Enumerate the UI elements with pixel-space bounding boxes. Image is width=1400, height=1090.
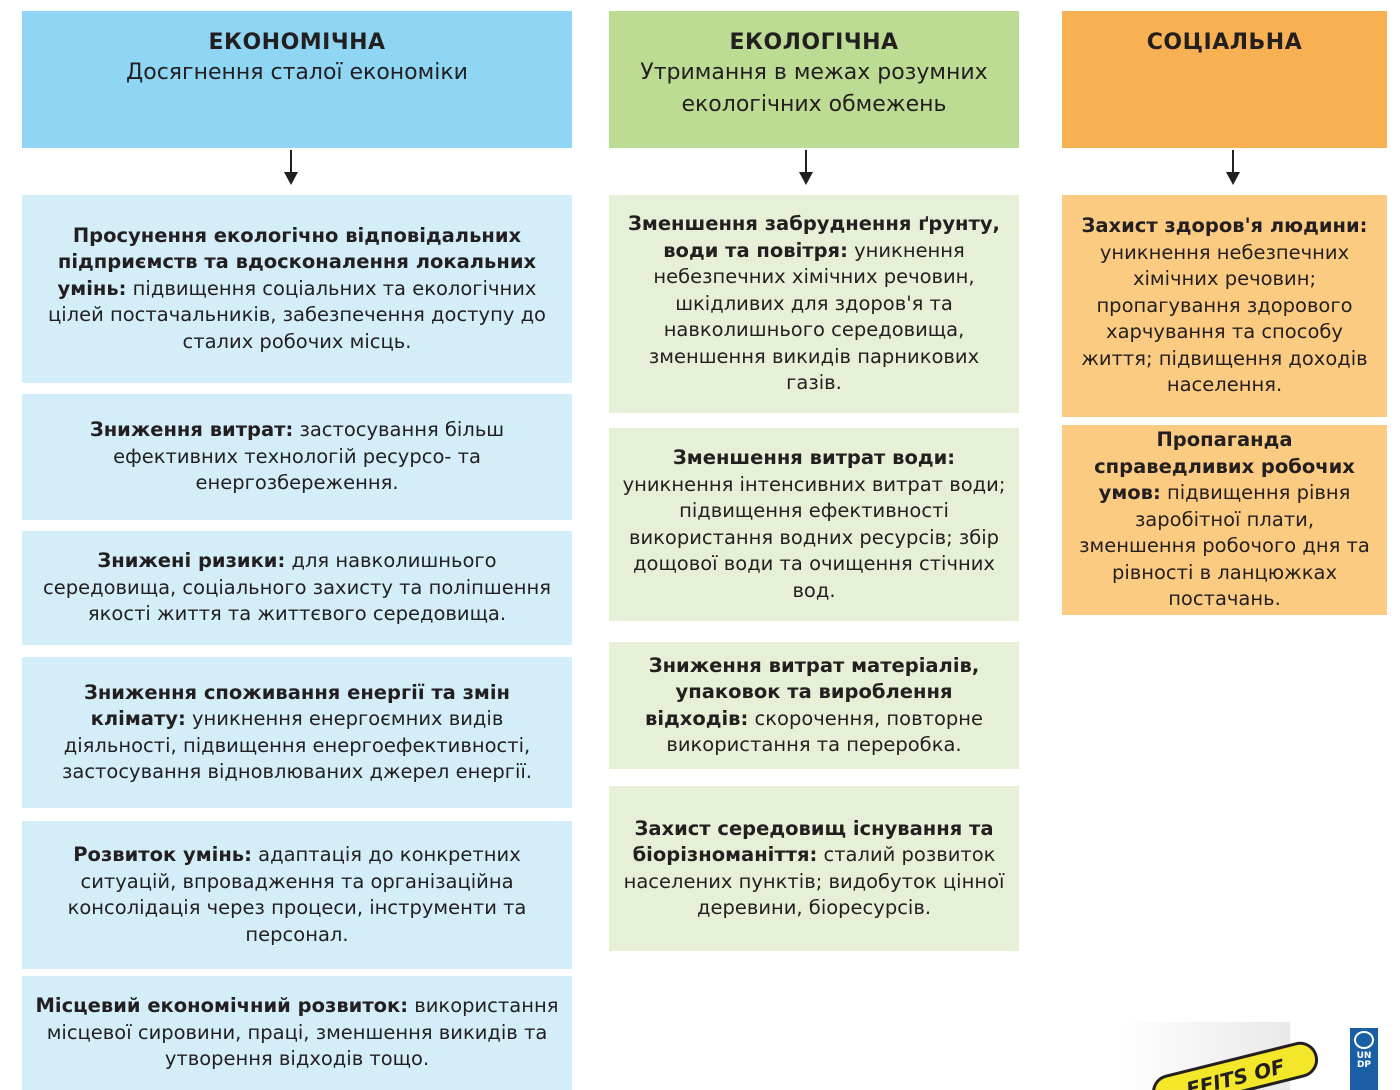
benefit-text: уникнення інтенсивних витрат води; підви…: [622, 472, 1006, 602]
benefit-text: уникнення небезпечних хімічних речовин, …: [648, 238, 980, 395]
undp-logo-icon: UN DP: [1350, 1028, 1378, 1090]
benefit-text: уникнення небезпечних хімічних речовин; …: [1081, 240, 1368, 397]
benefit-heading: Зменшення витрат води:: [672, 446, 956, 469]
benefit-heading: Пропаганда справедливих робочих умов:: [1094, 428, 1355, 505]
social-benefit-box: Пропаганда справедливих робочих умов: пі…: [1062, 425, 1387, 615]
economic-down-arrow-icon: [284, 150, 298, 186]
benefit-text: для навколишнього середовища, соціальног…: [43, 549, 551, 626]
economic-header: ЕКОНОМІЧНА Досягнення сталої економіки: [22, 11, 572, 148]
benefit-text: адаптація до конкретних ситуацій, впрова…: [67, 843, 527, 946]
economic-benefit-box: Зниження споживання енергії та змін клім…: [22, 657, 572, 808]
benefit-text: уникнення енергоємних видів діяльності, …: [62, 707, 532, 783]
benefit-heading: Зменшення забруднення ґрунту, води та по…: [628, 212, 1000, 262]
social-title: СОЦІАЛЬНА: [1146, 30, 1303, 55]
ecological-title: ЕКОЛОГІЧНА: [729, 30, 899, 55]
benefit-heading: Захист здоров'я людини:: [1081, 214, 1368, 238]
economic-subtitle: Досягнення сталої економіки: [126, 60, 468, 85]
benefit-text: застосування більш ефективних технологій…: [113, 418, 505, 495]
benefit-text: скорочення, повторне використання та пер…: [666, 706, 983, 757]
ecological-benefit-box: Зниження витрат матеріалів, упаковок та …: [609, 642, 1019, 769]
benefit-heading: Зниження споживання енергії та змін клім…: [83, 680, 511, 731]
benefit-text: сталий розвиток населених пунктів; видоб…: [623, 843, 1005, 919]
benefit-text: використання місцевої сировини, праці, з…: [46, 994, 559, 1071]
ecological-benefit-box: Зменшення витрат води: уникнення інтенси…: [609, 428, 1019, 621]
economic-benefit-box: Місцевий економічний розвиток: використа…: [22, 976, 572, 1090]
ecological-subtitle: Утримання в межах розумних екологічних о…: [640, 60, 988, 117]
ecological-benefit-box: Зменшення забруднення ґрунту, води та по…: [609, 195, 1019, 413]
benefit-heading: Зниження витрат:: [89, 418, 294, 442]
un-emblem-icon: [1354, 1031, 1374, 1049]
economic-benefit-box: Просунення екологічно відповідальних під…: [22, 195, 572, 383]
economic-benefit-box: Зниження витрат: застосування більш ефек…: [22, 394, 572, 520]
benefit-text: підвищення соціальних та екологічних ціл…: [47, 276, 546, 353]
ecological-header: ЕКОЛОГІЧНА Утримання в межах розумних ек…: [609, 11, 1019, 148]
social-header: СОЦІАЛЬНА: [1062, 11, 1387, 148]
undp-logo-letters: UN DP: [1356, 1051, 1372, 1070]
benefit-heading: Захист середовищ існування та біорізнома…: [632, 816, 994, 867]
benefit-heading: Просунення екологічно відповідальних під…: [57, 223, 537, 300]
benefits-badge: EFITS OF UN DP: [1100, 1020, 1400, 1090]
ecological-benefit-box: Захист середовищ існування та біорізнома…: [609, 786, 1019, 951]
social-benefit-box: Захист здоров'я людини: уникнення небезп…: [1062, 195, 1387, 417]
benefit-heading: Знижені ризики:: [97, 549, 286, 573]
benefit-heading: Розвиток умінь:: [73, 843, 252, 866]
economic-benefit-box: Розвиток умінь: адаптація до конкретних …: [22, 821, 572, 969]
benefit-text: підвищення рівня заробітної плати, зменш…: [1079, 481, 1370, 611]
benefit-heading: Зниження витрат матеріалів, упаковок та …: [645, 653, 980, 730]
social-down-arrow-icon: [1226, 150, 1240, 186]
benefit-heading: Місцевий економічний розвиток:: [35, 994, 409, 1018]
ecological-down-arrow-icon: [799, 150, 813, 186]
economic-benefit-box: Знижені ризики: для навколишнього середо…: [22, 531, 572, 645]
economic-title: ЕКОНОМІЧНА: [208, 30, 386, 55]
